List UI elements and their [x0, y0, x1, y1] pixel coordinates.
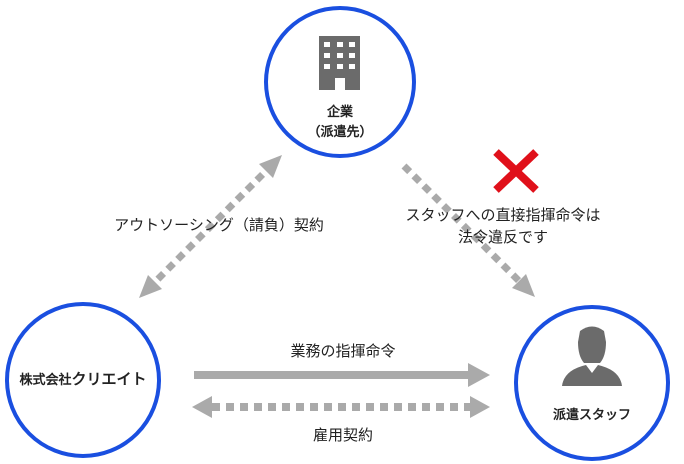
outsourcing-arrowhead-bottom: [139, 275, 162, 298]
command-arrowhead: [468, 363, 490, 387]
employment-arrow: [192, 396, 490, 418]
direct-order-label-line2: 法令違反です: [457, 228, 548, 246]
employment-arrowhead-left: [192, 396, 212, 418]
person-icon: [562, 326, 622, 386]
client-circle: [264, 6, 416, 158]
staff-label: 派遣スタッフ: [552, 408, 631, 423]
direct-order-label-line1: スタッフへの直接指揮命令は: [405, 206, 601, 224]
company-circle: [5, 302, 161, 458]
client-title: 企業: [326, 105, 353, 120]
company-name-prefix: 株式会社: [19, 373, 72, 388]
client-subtitle: （派遣先）: [307, 125, 373, 140]
outsourcing-arrow: [139, 155, 282, 298]
employment-label: 雇用契約: [312, 426, 373, 444]
cross-icon: [493, 149, 539, 193]
building-icon: [319, 36, 360, 90]
direct-order-arrow: [401, 163, 535, 297]
employment-arrowhead-right: [470, 396, 490, 418]
outsourcing-label: アウトソーシング（請負）契約: [114, 216, 324, 234]
company-name-main: クリエイト: [71, 370, 147, 388]
command-label: 業務の指揮命令: [290, 342, 396, 360]
direct-order-arrowhead: [512, 274, 535, 297]
outsourcing-arrowhead-top: [259, 155, 282, 178]
company-name: 株式会社クリエイト: [13, 368, 153, 389]
command-arrow: [194, 363, 490, 387]
